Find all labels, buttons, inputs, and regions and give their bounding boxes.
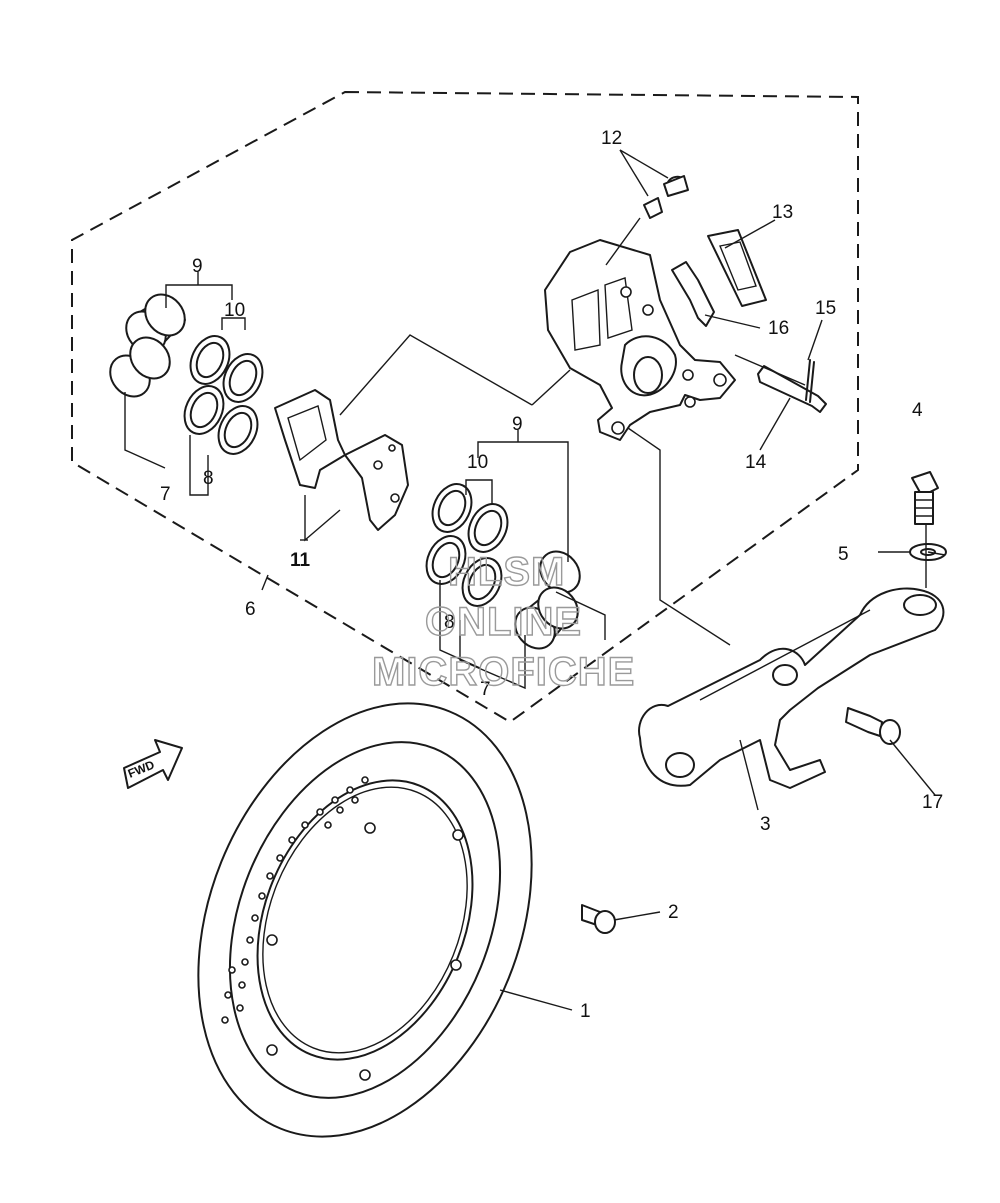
watermark-line-2: ONLINE bbox=[425, 600, 582, 644]
callout-1: 1 bbox=[580, 1001, 591, 1022]
seal-set-right bbox=[425, 483, 509, 607]
brake-pad-right bbox=[344, 434, 409, 531]
callout-9a: 9 bbox=[192, 256, 203, 277]
callout-3: 3 bbox=[760, 814, 771, 835]
right-piston-group bbox=[425, 430, 581, 690]
piston-lower-left bbox=[109, 336, 171, 398]
piston-upper-right bbox=[539, 550, 581, 594]
watermark: HLSM ONLINE MICROFICHE bbox=[371, 549, 635, 694]
callout-4: 4 bbox=[912, 400, 923, 421]
callout-17: 17 bbox=[922, 792, 943, 813]
callout-8b: 8 bbox=[444, 612, 455, 633]
bracket-bolt-lower bbox=[845, 707, 901, 745]
callout-7a: 7 bbox=[160, 484, 171, 505]
left-piston-group bbox=[109, 272, 264, 496]
callout-10a: 10 bbox=[224, 300, 245, 321]
callout-12: 12 bbox=[601, 128, 622, 149]
callout-2: 2 bbox=[668, 902, 679, 923]
bracket-bolt bbox=[911, 471, 939, 525]
callout-9b: 9 bbox=[512, 414, 523, 435]
seal-set-left bbox=[183, 335, 264, 455]
bleed-screw bbox=[643, 175, 689, 219]
callout-6: 6 bbox=[245, 599, 256, 620]
callout-16: 16 bbox=[768, 318, 789, 339]
forward-arrow-icon: FWD bbox=[123, 739, 183, 789]
caliper-bracket bbox=[638, 587, 945, 789]
callout-7b: 7 bbox=[480, 679, 491, 700]
callout-15: 15 bbox=[815, 298, 836, 319]
pad-pin-clip bbox=[671, 261, 715, 327]
callout-11: 11 bbox=[290, 550, 311, 571]
callout-8a: 8 bbox=[203, 468, 214, 489]
disc-vent-holes bbox=[221, 776, 369, 1024]
disc-bolt bbox=[581, 904, 616, 934]
callout-5: 5 bbox=[838, 544, 849, 565]
callout-10b: 10 bbox=[467, 452, 488, 473]
brake-disc bbox=[197, 702, 533, 1138]
caliper-assembly-boundary bbox=[71, 90, 859, 724]
callout-13: 13 bbox=[772, 202, 793, 223]
piston-lower-right bbox=[514, 586, 579, 650]
pad-pin bbox=[757, 365, 827, 413]
watermark-line-3: MICROFICHE bbox=[372, 650, 635, 694]
callout-14: 14 bbox=[745, 452, 767, 473]
brake-pad-left bbox=[274, 389, 346, 489]
r-clip bbox=[805, 359, 815, 403]
watermark-line-1: HLSM bbox=[448, 550, 565, 594]
caliper-body bbox=[544, 239, 736, 441]
